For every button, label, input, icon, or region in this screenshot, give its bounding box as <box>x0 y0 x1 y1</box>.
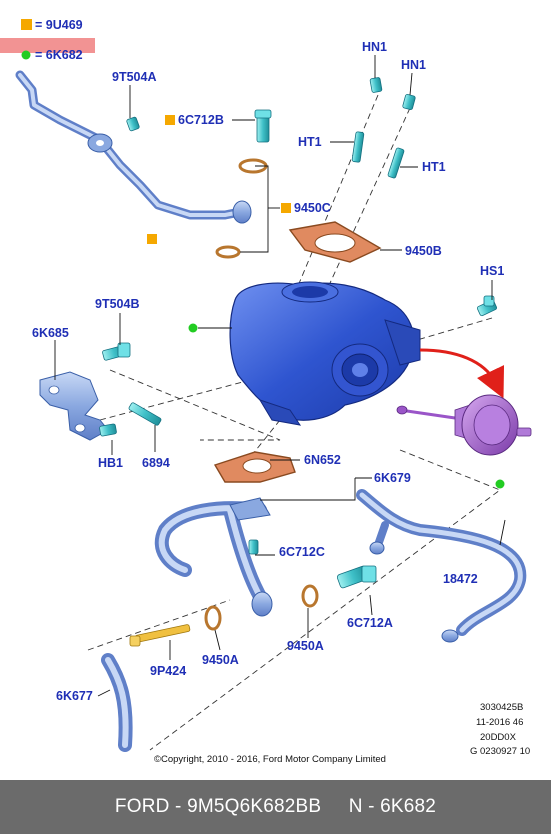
legend-highlight-bar <box>0 38 95 53</box>
label-9450a-right: 9450A <box>287 639 324 653</box>
drawing-info-block: 3030425B 11-2016 46 20DD0X G 0230927 10 <box>470 702 530 757</box>
label-hs1: HS1 <box>480 264 504 278</box>
bolt-9t504a <box>126 116 140 132</box>
nut-hn1-left <box>369 77 383 93</box>
label-6894: 6894 <box>142 456 170 470</box>
info-line-2: 11-2016 46 <box>476 717 523 728</box>
copyright-text: ©Copyright, 2010 - 2016, Ford Motor Comp… <box>154 754 386 765</box>
label-6c712b: 6C712B <box>178 113 224 127</box>
footer-sep-1: - <box>169 796 188 817</box>
bolt-9t504b <box>102 342 131 361</box>
label-9450c: 9450C <box>294 201 331 215</box>
legend: = 9U469 = 6K682 <box>0 18 95 62</box>
legend-square-9u469 <box>21 19 32 30</box>
green-marker-dot-turbo <box>188 323 198 333</box>
oil-return-pipe-6k679 <box>154 497 273 617</box>
label-6k685: 6K685 <box>32 326 69 340</box>
label-hn1-left: HN1 <box>362 40 387 54</box>
label-9t504a: 9T504A <box>112 70 156 84</box>
label-6n652: 6N652 <box>304 453 341 467</box>
red-direction-arrow <box>419 348 505 399</box>
stud-ht1-right <box>387 147 405 179</box>
legend-text-9u469: = 9U469 <box>35 18 83 32</box>
bolt-6c712c <box>248 539 259 555</box>
label-6k679: 6K679 <box>374 471 411 485</box>
gasket-9450b <box>288 221 382 263</box>
bolt-6894 <box>128 402 162 426</box>
bolt-hs1 <box>476 295 498 317</box>
gasket-6n652 <box>213 451 296 483</box>
nut-hn1-right <box>402 93 416 111</box>
label-6c712a: 6C712A <box>347 616 393 630</box>
washer-9450c-lower <box>215 245 241 259</box>
part-footer-bar: FORD - 9M5Q6K682BB N - 6K682 <box>0 780 551 834</box>
label-hn1-right: HN1 <box>401 58 426 72</box>
bracket-6k685 <box>39 371 109 441</box>
info-line-4: G 0230927 10 <box>470 746 530 757</box>
info-line-1: 3030425B <box>480 702 523 713</box>
washer-9450a-right <box>301 584 319 608</box>
footer-part-number: 9M5Q6K682BB <box>187 796 322 817</box>
water-pipe-18472 <box>356 489 527 643</box>
banjo-bolt-6c712b <box>254 109 272 143</box>
orange-marker-square-pipe <box>147 234 157 244</box>
oil-feed-pipe-9t504a <box>15 70 252 224</box>
label-hb1: HB1 <box>98 456 123 470</box>
part-labels: HN1 HN1 9T504A 6C712B HT1 HT1 9450C 9450… <box>32 40 504 703</box>
label-9450a-left: 9450A <box>202 653 239 667</box>
leader-lines <box>54 55 506 697</box>
label-ht1-left: HT1 <box>298 135 322 149</box>
orange-marker-square-9450c <box>281 203 291 213</box>
bolt-hb1 <box>99 423 117 437</box>
banjo-bolt-6c712a <box>336 565 377 589</box>
label-9450b: 9450B <box>405 244 442 258</box>
turbocharger-exploded-diagram: = 9U469 = 6K682 <box>0 18 532 765</box>
wastegate-actuator <box>396 394 532 456</box>
orange-marker-square-6c712b <box>165 115 175 125</box>
label-9t504b: 9T504B <box>95 297 139 311</box>
footer-gap <box>321 796 348 818</box>
legend-text-6k682: = 6K682 <box>35 48 83 62</box>
label-ht1-right: HT1 <box>422 160 446 174</box>
footer-ref: N - 6K682 <box>348 796 437 817</box>
info-line-3: 20DD0X <box>480 732 517 743</box>
footer-brand: FORD <box>114 796 170 817</box>
green-marker-dot-actuator <box>495 479 505 489</box>
turbocharger-6k682 <box>229 281 421 426</box>
label-9p424: 9P424 <box>150 664 186 678</box>
label-6c712c: 6C712C <box>279 545 325 559</box>
stud-ht1-left <box>351 131 365 163</box>
label-6k677: 6K677 <box>56 689 93 703</box>
washer-9450a-left <box>204 605 222 631</box>
hose-6k677 <box>101 653 133 752</box>
bolt-9p424 <box>129 624 191 647</box>
legend-dot-6k682 <box>21 50 31 60</box>
label-18472: 18472 <box>443 572 478 586</box>
